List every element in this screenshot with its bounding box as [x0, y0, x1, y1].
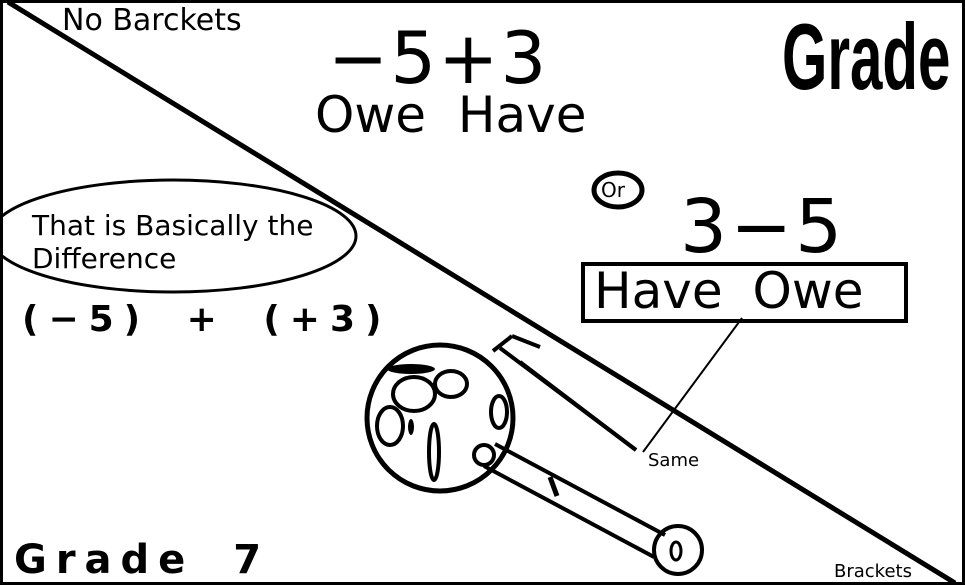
note-ellipse: [0, 178, 358, 294]
grade-8-title: Grade 8: [782, 4, 965, 109]
same-label: Same: [648, 450, 700, 471]
difference-note: That is Basically the Difference: [32, 209, 314, 275]
arrow-icon: [491, 334, 638, 452]
top-expression: −5+3: [328, 16, 549, 100]
diagonal-divider: [6, 0, 957, 585]
have-owe-words: Have Owe: [594, 262, 864, 320]
or-circle: [591, 170, 645, 210]
no-brackets-label: No Barckets: [62, 3, 242, 38]
ball-figure-icon: [364, 342, 704, 576]
bracket-expression: (−5) + (+3): [22, 299, 392, 340]
alt-expression: 3−5: [680, 184, 846, 270]
or-label: Or: [601, 178, 625, 202]
owe-have-words: Owe Have: [315, 86, 587, 144]
brackets-label: Brackets: [834, 561, 912, 582]
grade-7-title: Grade 7: [14, 537, 271, 583]
have-owe-box: [581, 262, 908, 323]
same-connector-line: [642, 317, 743, 453]
